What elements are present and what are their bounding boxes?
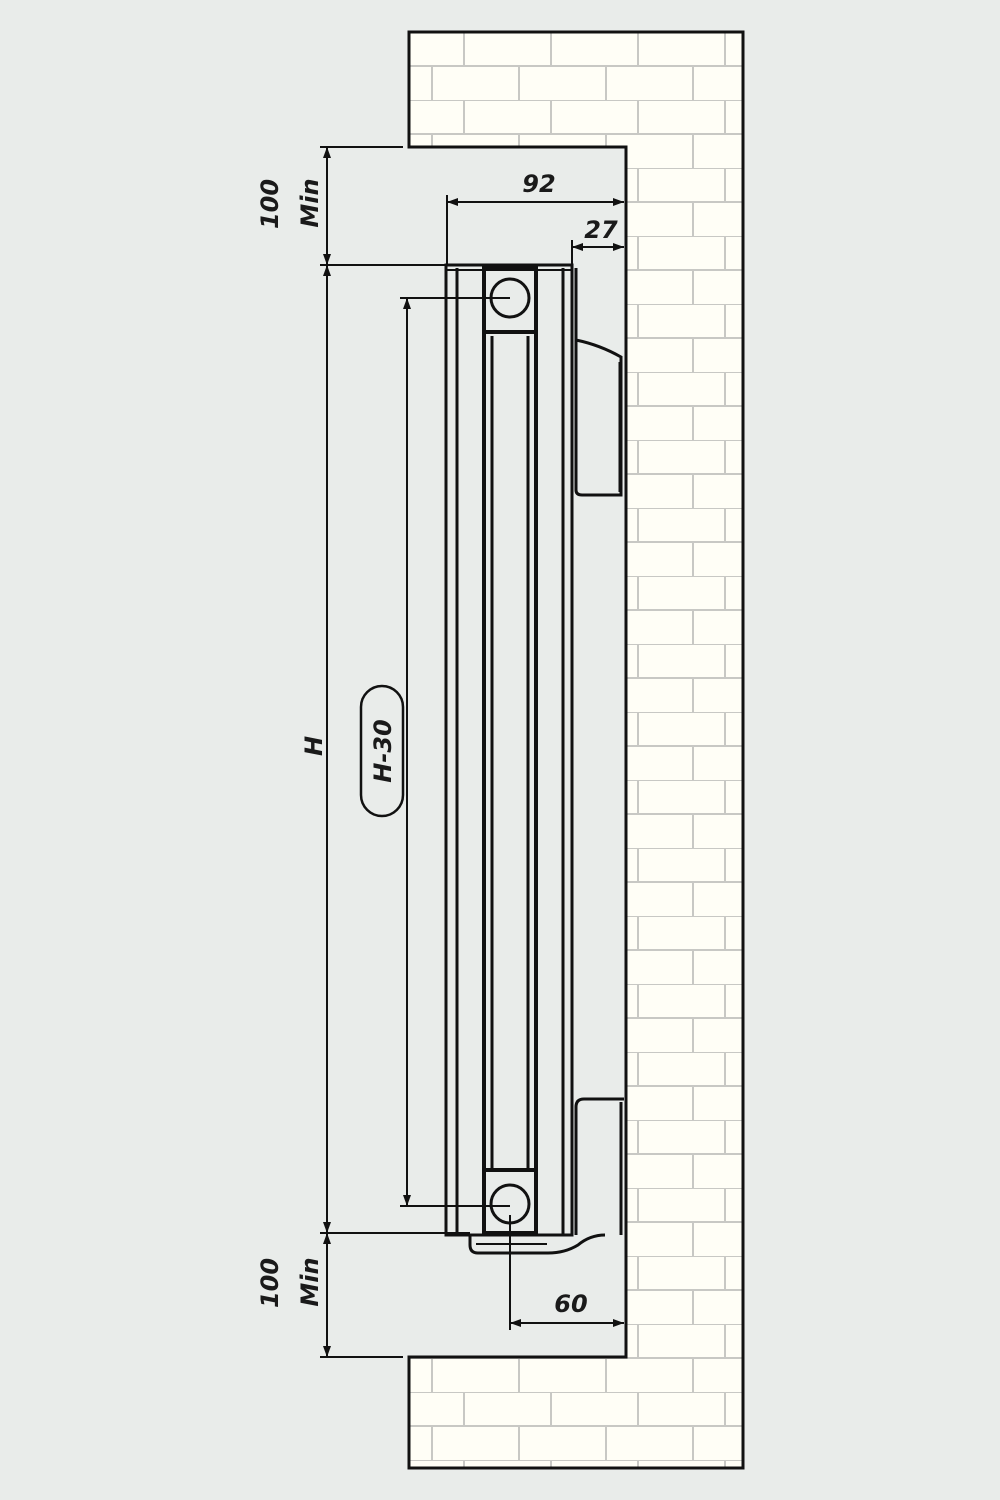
- depth-label: 92: [522, 170, 555, 198]
- brick-wall: [407, 30, 745, 1470]
- radiator: [444, 263, 624, 1255]
- h30-capsule: [359, 684, 405, 818]
- top-bracket: [574, 268, 623, 497]
- bottom-clearance-min-label: Min: [296, 1257, 324, 1306]
- wall-gap-label: 27: [584, 216, 618, 244]
- bottom-clearance-value: 100: [256, 1258, 284, 1308]
- bottom-bracket: [574, 1097, 624, 1235]
- top-clearance-min-label: Min: [296, 178, 324, 227]
- pipe-offset-label: 60: [554, 1290, 587, 1318]
- connection-distance-label: H-30: [369, 719, 397, 782]
- dimension-arrows: [323, 147, 624, 1357]
- height-label: H: [300, 736, 328, 756]
- dimension-lines: [320, 146, 624, 1358]
- top-clearance-value: 100: [256, 179, 284, 229]
